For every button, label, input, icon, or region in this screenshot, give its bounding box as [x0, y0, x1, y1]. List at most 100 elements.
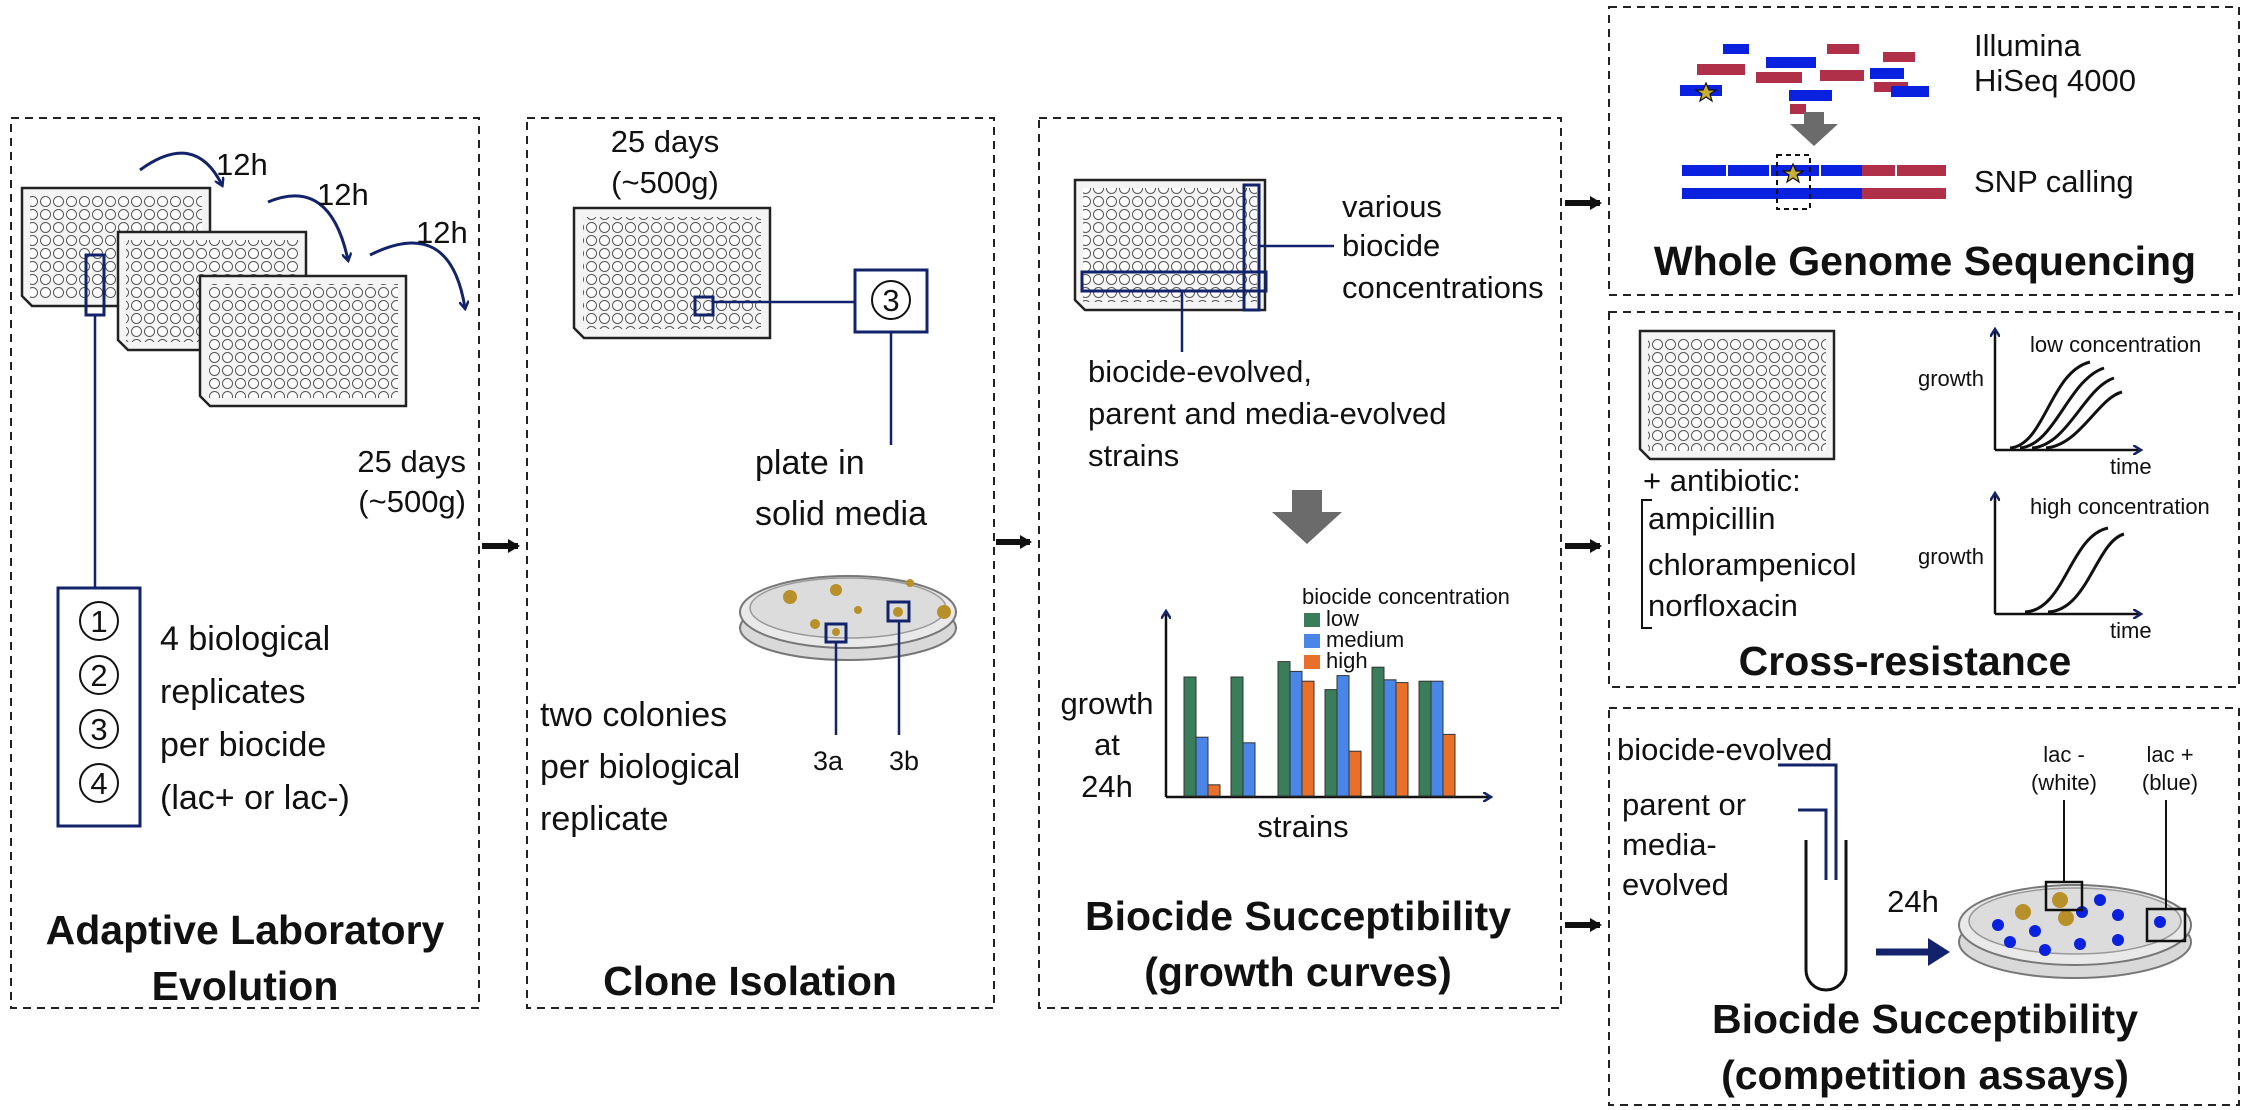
transfer-arrow-3	[369, 241, 465, 308]
colonies	[783, 579, 951, 636]
legend-title: biocide concentration	[1302, 584, 1510, 609]
interval-label-3: 12h	[416, 215, 468, 250]
antibiotic-bracket	[1641, 499, 1652, 629]
interval-label-2: 12h	[317, 177, 369, 212]
bar-high-1	[1207, 784, 1221, 797]
panel-2-frame	[526, 117, 995, 1009]
legend-swatch-low	[1304, 613, 1320, 627]
alignment-arrow	[1790, 112, 1838, 146]
replicate-text-line: (lac+ or lac-)	[160, 779, 350, 817]
growth-curve	[2045, 390, 2123, 450]
bar-low-1	[1183, 676, 1197, 797]
antibiotic-item: ampicillin	[1648, 501, 1775, 536]
bar-medium-2	[1242, 742, 1256, 797]
well-label: 3	[882, 283, 899, 318]
panel-cross-resistance: + antibiotic: ampicillin chlorampenicol …	[1608, 311, 2240, 688]
bar-low-5	[1371, 666, 1385, 797]
chart-bars	[1183, 661, 1456, 797]
panel-4-title: Whole Genome Sequencing	[1654, 238, 2196, 284]
bar-high-6	[1442, 733, 1456, 797]
colony-b-label: 3b	[889, 746, 919, 776]
plate	[1073, 178, 1267, 312]
replicate-text-line: 4 biological	[160, 620, 330, 658]
plate-text-line2: solid media	[755, 495, 927, 533]
panel-5-title: Cross-resistance	[1739, 638, 2072, 684]
duration-label-line1: 25 days	[357, 444, 466, 479]
panel-clone-isolation: 25 days (~500g) 3 plate in solid media	[526, 117, 995, 1009]
panel-3-title-line1: Biocide Succeptibility	[1085, 893, 1511, 939]
panel-5-frame	[1608, 311, 2240, 688]
bar-high-4	[1348, 750, 1362, 797]
panel-1-title-line1: Adaptive Laboratory	[46, 907, 445, 953]
panel-whole-genome-sequencing: Illumina HiSeq 4000 SNP calling Whole Ge…	[1608, 6, 2240, 296]
lac-plus-label-line2: (blue)	[2142, 770, 2198, 795]
growth-curve	[2019, 366, 2105, 450]
concentration-label-line: concentrations	[1342, 270, 1544, 305]
chart-x-label: strains	[1257, 809, 1348, 844]
bar-medium-6	[1430, 680, 1444, 797]
chart-legend: low medium high	[1304, 606, 1404, 673]
panel-adaptive-evolution: 12h 12h 12h 25 days (~500g) 1 2 3 4 4 bi…	[10, 117, 480, 1009]
growth-curve	[2047, 532, 2125, 614]
bar-high-3	[1301, 680, 1315, 797]
well-circle	[871, 280, 911, 320]
growth-chart-low: low concentration growth time	[1918, 330, 2201, 479]
transfer-arrow-2	[267, 194, 348, 260]
chart-high-x-label: time	[2110, 618, 2152, 643]
legend-label-medium: medium	[1326, 627, 1404, 652]
panel-3-frame	[1038, 117, 1562, 1009]
plate	[572, 206, 772, 340]
antibiotic-item: norfloxacin	[1648, 588, 1798, 623]
transfer-arrow-1	[139, 151, 222, 185]
chart-low-y-label: growth	[1918, 366, 1984, 391]
colonies-text-line: replicate	[540, 800, 669, 838]
chart-y-label-line: growth	[1060, 686, 1153, 721]
aligned-genome	[1682, 165, 1946, 199]
replicate-number: 3	[90, 712, 107, 747]
chart-y-label-line: 24h	[1081, 769, 1133, 804]
lac-minus-label-line2: (white)	[2031, 770, 2097, 795]
tube-label-parent-line: evolved	[1622, 867, 1729, 902]
panel-6-title-line1: Biocide Succeptibility	[1712, 996, 2138, 1042]
incubation-time-label: 24h	[1887, 884, 1939, 919]
panel-6-title-line2: (competition assays)	[1721, 1052, 2129, 1098]
plate-text-line1: plate in	[755, 444, 865, 482]
panel-competition-assays: biocide-evolved parent or media- evolved…	[1608, 707, 2240, 1106]
legend-swatch-medium	[1304, 634, 1320, 648]
plate	[1638, 329, 1836, 461]
replicate-circles: 1 2 3 4	[79, 601, 119, 803]
platform-label-line2: HiSeq 4000	[1974, 63, 2136, 98]
bar-low-6	[1418, 680, 1432, 797]
snp-calling-label: SNP calling	[1974, 164, 2134, 199]
concentration-label-line: various	[1342, 189, 1442, 224]
strains-label-line: strains	[1088, 438, 1179, 473]
panel-growth-curves: various biocide concentrations biocide-e…	[1038, 117, 1562, 1009]
competition-petri-dish	[1958, 884, 2192, 979]
strain-row-highlight	[1080, 270, 1268, 293]
growth-curve	[2009, 360, 2091, 450]
chart-high-y-label: growth	[1918, 544, 1984, 569]
panel-2-title: Clone Isolation	[603, 958, 897, 1004]
concentration-column-highlight	[1242, 183, 1261, 312]
concentration-label-line: biocide	[1342, 228, 1440, 263]
culture-tube	[1804, 840, 1848, 992]
duration-label-line2: (~500g)	[611, 165, 719, 200]
legend-swatch-high	[1304, 655, 1320, 669]
growth-chart-high: high concentration growth time	[1918, 494, 2210, 643]
chart-y-label-line: at	[1094, 727, 1120, 762]
tube-label-parent-line: parent or	[1622, 787, 1746, 822]
replicate-number: 1	[90, 604, 107, 639]
petri-dish	[739, 575, 957, 661]
bar-high-5	[1395, 682, 1409, 797]
incubation-arrowhead	[1928, 938, 1950, 966]
bar-medium-3	[1289, 670, 1303, 797]
replicate-number: 4	[90, 766, 107, 801]
platform-label-line1: Illumina	[1974, 28, 2082, 63]
chart-high-title: high concentration	[2030, 494, 2210, 519]
pipette-parent	[1798, 808, 1828, 880]
strains-label-line: biocide-evolved,	[1088, 354, 1312, 389]
replicates-box	[56, 586, 142, 828]
antibiotic-label: + antibiotic:	[1643, 463, 1801, 498]
panel-4-frame	[1608, 6, 2240, 296]
